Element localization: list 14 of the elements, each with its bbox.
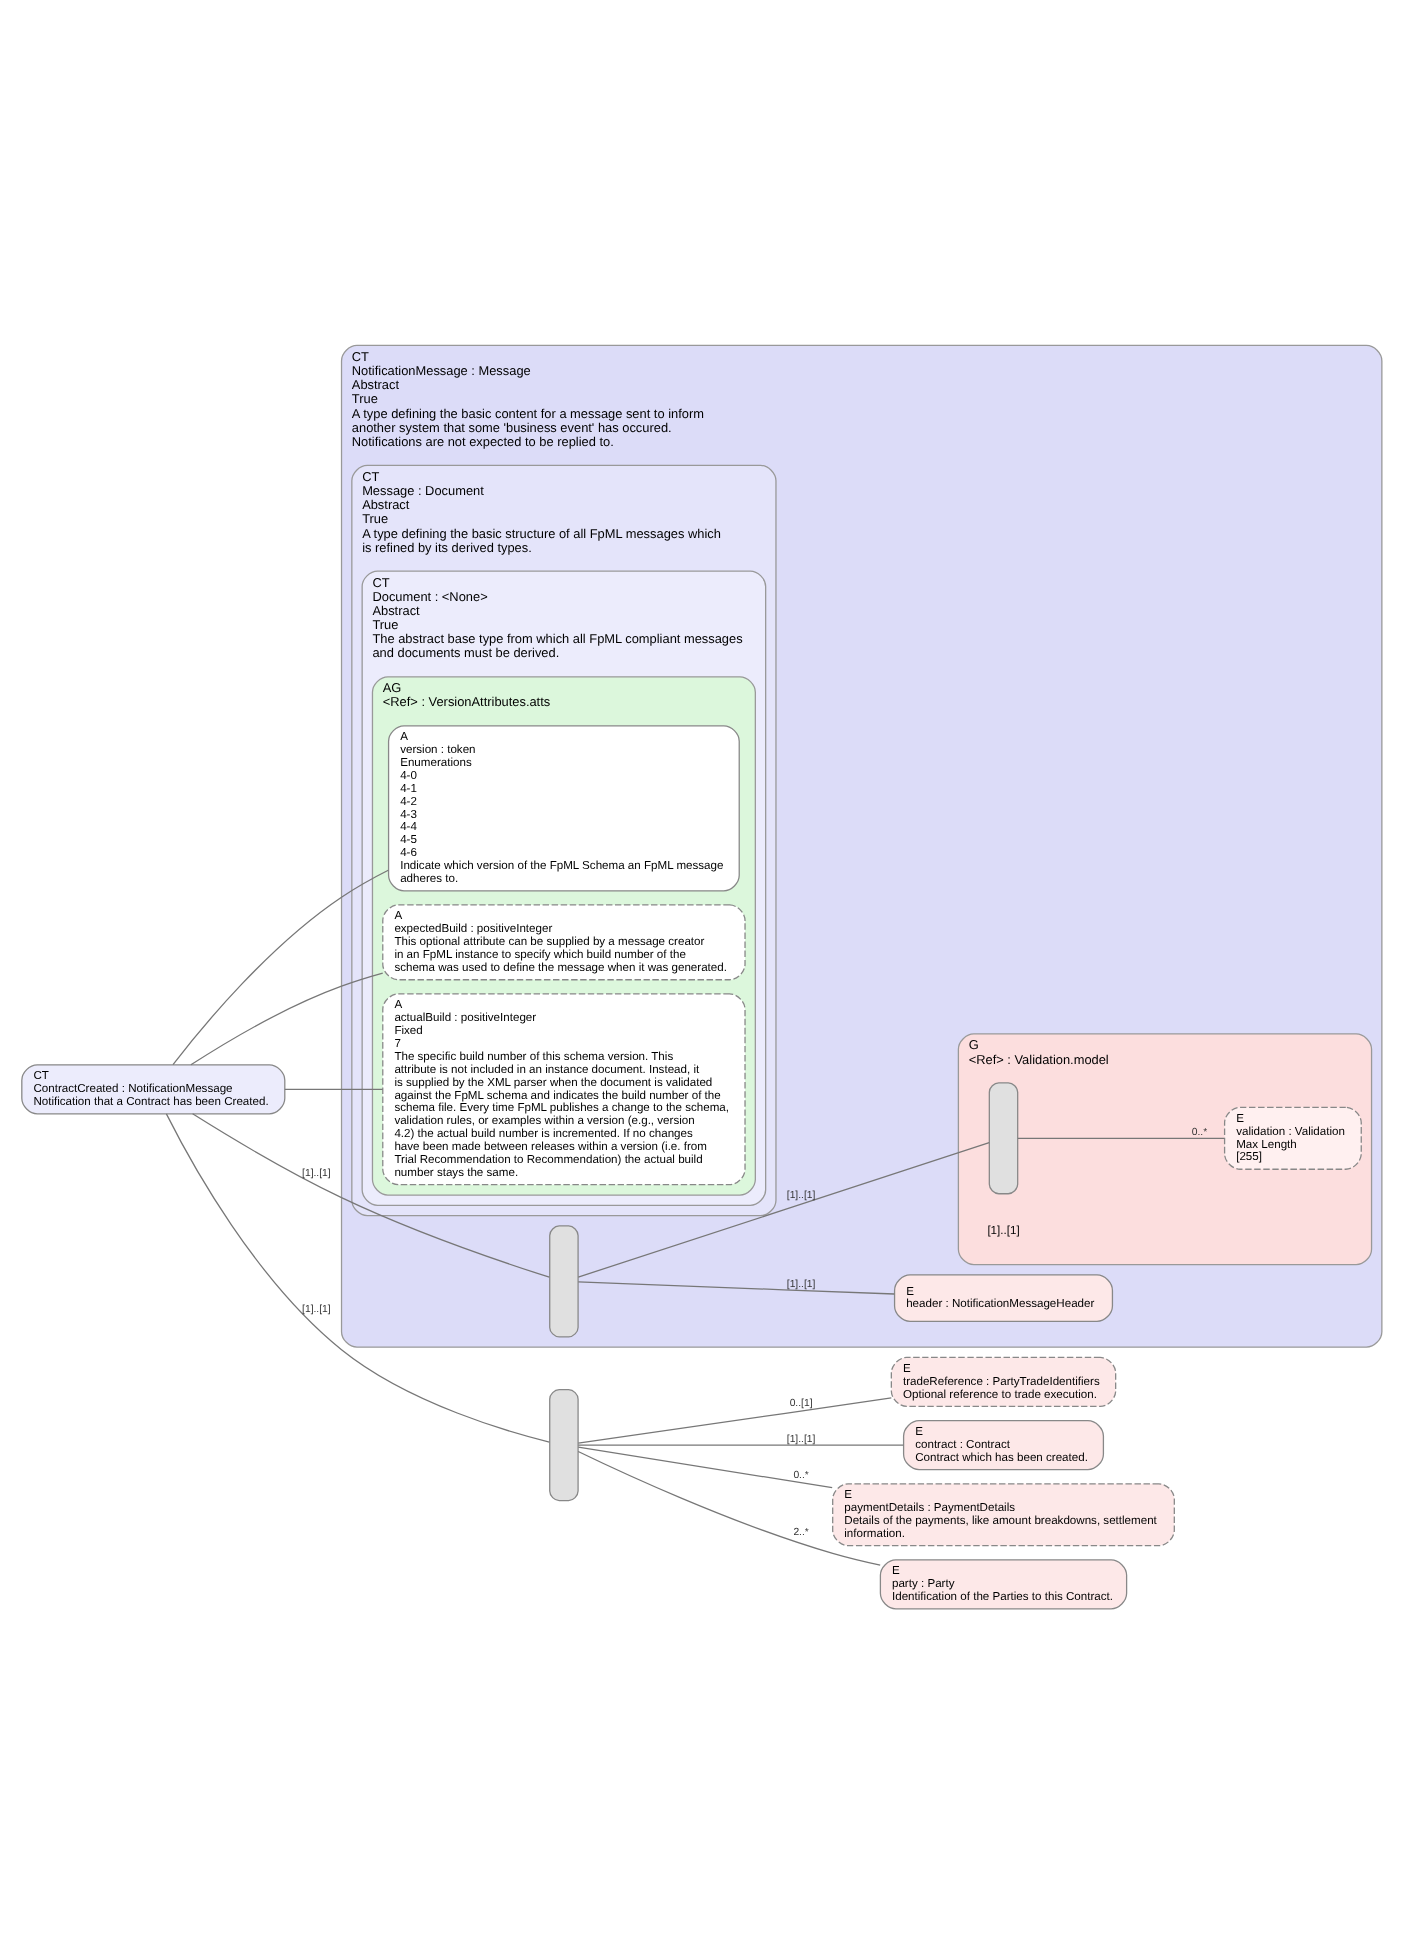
connector — [165, 1112, 550, 1442]
connector — [577, 1449, 881, 1565]
connector — [577, 1396, 892, 1443]
connector — [577, 1445, 833, 1488]
node-box — [549, 1388, 579, 1501]
connector — [1017, 1136, 1225, 1138]
node-box — [549, 1224, 579, 1337]
connector — [192, 1112, 550, 1277]
node-box — [988, 1081, 1019, 1194]
connector — [284, 1087, 384, 1089]
connector — [577, 1443, 904, 1445]
connector — [172, 868, 389, 1065]
connector — [577, 1140, 990, 1277]
connector — [577, 1280, 895, 1294]
